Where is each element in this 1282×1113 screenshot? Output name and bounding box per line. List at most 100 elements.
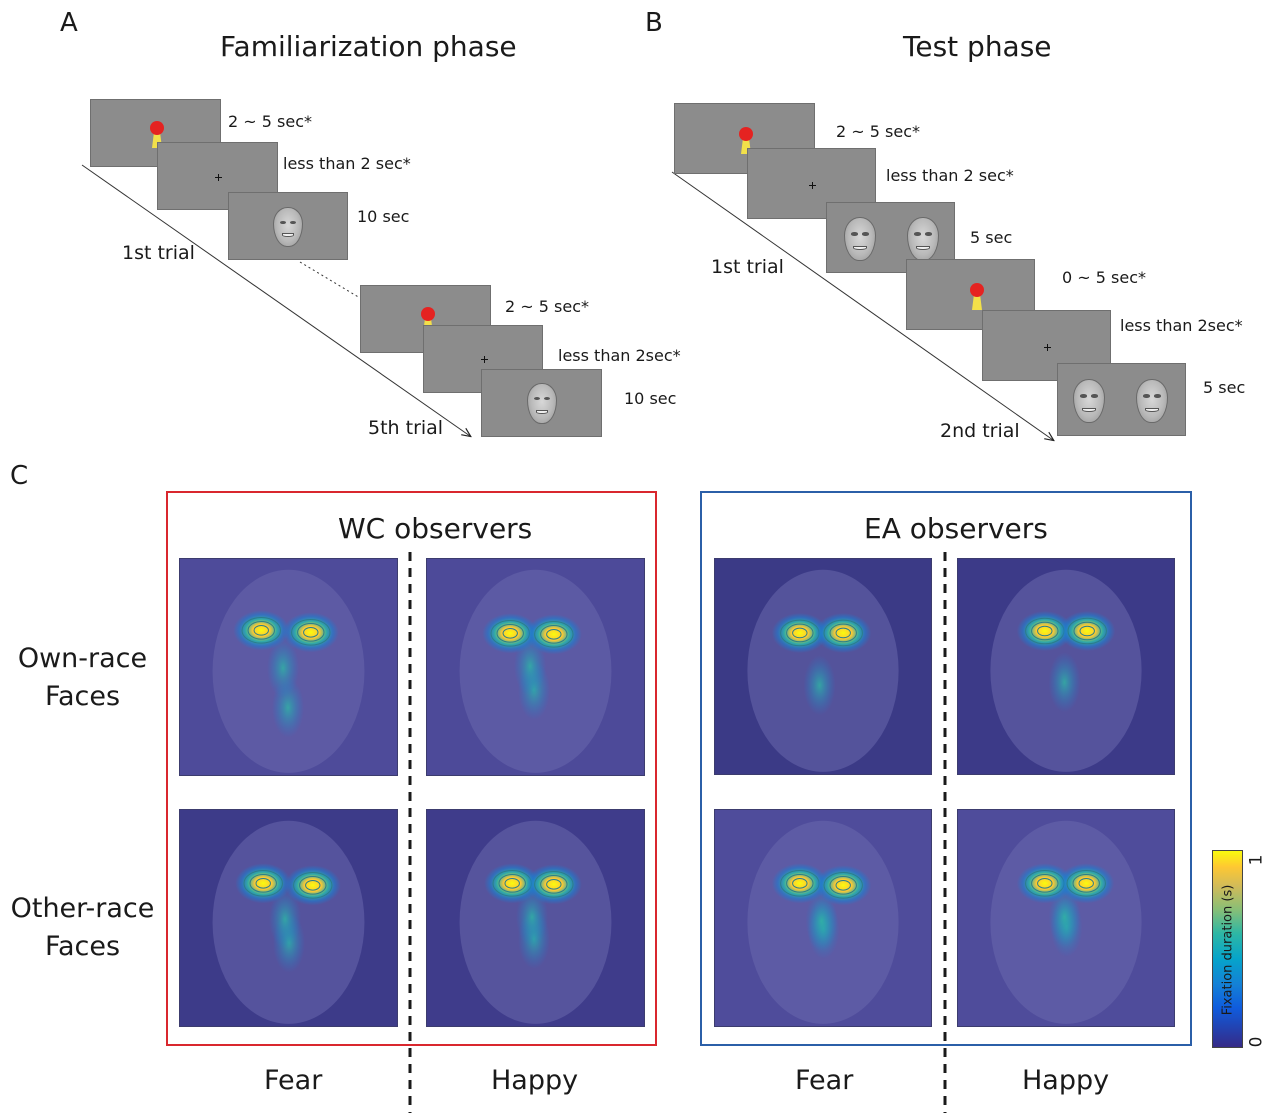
fixation-contour: [1072, 874, 1100, 893]
fixation-cross-icon: [215, 174, 222, 181]
face-thumbnail-right-icon: [1136, 379, 1168, 423]
fixation-contour: [247, 621, 275, 640]
panel-b-face-pair-screen-1: [826, 202, 955, 273]
row-label-other-race: Other-race Faces: [10, 893, 155, 962]
fixation-contour: [249, 874, 277, 893]
ea-observers-title: EA observers: [864, 512, 1048, 545]
fixation-contour: [243, 870, 283, 897]
fixation-contour: [829, 623, 857, 643]
fixation-contour: [540, 625, 568, 644]
fixation-contour: [1031, 874, 1059, 893]
panel-a-timing-4: 2 ~ 5 sec*: [505, 297, 589, 316]
fixation-contour: [305, 880, 321, 891]
fixation-contour: [1078, 878, 1094, 889]
heatmap-wc-own-fear: [179, 558, 398, 776]
fixation-contour: [303, 627, 319, 638]
attention-getter-icon: [739, 127, 753, 154]
condition-dividers: [408, 552, 947, 1113]
heatmap-graphic: [459, 569, 612, 773]
heatmap-graphic: [990, 820, 1142, 1024]
eye-fixation-hotspot: [282, 612, 339, 653]
panel-b-timing-1: 2 ~ 5 sec*: [836, 122, 920, 141]
heatmap-graphic: [990, 569, 1142, 772]
panel-b-title: Test phase: [903, 30, 1052, 63]
panel-b-timing-2: less than 2 sec*: [886, 166, 1014, 185]
fixation-region: [269, 888, 302, 949]
face-thumbnail-left-icon: [844, 217, 876, 261]
heatmap-graphic: [459, 820, 612, 1024]
panel-b-timeline: [671, 171, 1282, 460]
panel-a-timeline: [81, 164, 640, 460]
attention-getter-icon: [970, 283, 984, 310]
panel-a-face-screen-5: [481, 369, 602, 437]
fixation-contour: [835, 627, 851, 639]
fixation-cross-icon: [1044, 344, 1051, 351]
heatmap-wc-other-fear: [179, 809, 398, 1027]
heatmap-wc-other-happy: [426, 809, 645, 1027]
panel-a-dotted-gap: [299, 261, 361, 299]
row-label-own-race: Own-race Faces: [17, 643, 148, 712]
fixation-contour: [241, 617, 281, 644]
colorbar-min-label: 0: [1246, 1036, 1267, 1048]
fixation-contour: [1073, 621, 1101, 641]
fixation-contour: [255, 878, 271, 889]
panel-b-trial-label-1: 1st trial: [711, 256, 784, 278]
fixation-contour: [786, 874, 814, 893]
fixation-region: [514, 636, 547, 697]
panel-b-attention-screen-2: [906, 259, 1035, 330]
column-label-ea-happy: Happy: [1022, 1065, 1110, 1096]
fixation-contour: [502, 628, 518, 639]
fixation-contour: [504, 878, 520, 889]
heatmap-graphic: [212, 569, 365, 773]
panel-a-timing-6: 10 sec: [624, 389, 677, 408]
fixation-contour: [823, 619, 863, 647]
eye-fixation-hotspot: [1059, 610, 1116, 651]
fixation-contour: [1037, 878, 1053, 889]
fixation-contour: [823, 872, 863, 899]
column-label-ea-fear: Fear: [795, 1065, 854, 1096]
panel-a-letter: A: [60, 8, 78, 38]
panel-a-face-screen-1: [228, 192, 348, 260]
fixation-contour: [546, 629, 562, 640]
panel-b-timing-4: 0 ~ 5 sec*: [1062, 268, 1146, 287]
heatmap-ea-own-fear: [714, 558, 932, 775]
heatmap-ea-other-fear: [714, 809, 932, 1027]
fixation-contour: [792, 627, 808, 639]
face-thumbnail-icon: [527, 383, 557, 424]
fixation-contour: [293, 872, 333, 899]
panel-b-face-pair-screen-2: [1057, 363, 1186, 436]
heatmap-ea-other-happy: [957, 809, 1175, 1027]
fixation-contour: [291, 619, 331, 646]
panel-b-timing-5: less than 2sec*: [1120, 316, 1243, 335]
colorbar: Fixation duration (s): [1212, 850, 1243, 1048]
panel-a-trial-label-1: 1st trial: [122, 242, 195, 264]
column-label-wc-happy: Happy: [491, 1065, 579, 1096]
panel-a-timing-1: 2 ~ 5 sec*: [228, 112, 312, 131]
fixation-contour: [1066, 870, 1106, 897]
heatmap-graphic: [212, 820, 365, 1024]
fixation-contour: [829, 876, 857, 895]
panel-a-time-arrow: [81, 164, 470, 436]
colorbar-label: Fixation duration (s): [1220, 884, 1236, 1016]
eye-fixation-hotspot: [284, 865, 341, 906]
face-thumbnail-left-icon: [1073, 379, 1105, 423]
fixation-contour: [546, 879, 562, 890]
fixation-region: [805, 890, 838, 951]
wc-observers-title: WC observers: [338, 512, 533, 545]
fixation-contour: [835, 880, 851, 891]
eye-fixation-hotspot: [771, 863, 828, 904]
fixation-region: [1048, 887, 1081, 948]
fixation-region: [803, 655, 836, 716]
panel-c-letter: C: [10, 461, 29, 491]
fixation-contour: [496, 624, 524, 643]
fixation-contour: [299, 876, 327, 895]
fixation-contour: [786, 623, 814, 643]
fixation-contour: [1031, 621, 1059, 641]
panel-a-timing-3: 10 sec: [357, 207, 410, 226]
fixation-contour: [534, 621, 574, 648]
fixation-cross-icon: [809, 182, 816, 189]
panel-b-time-arrow: [671, 171, 1053, 440]
fixation-cross-icon: [481, 356, 488, 363]
eye-fixation-hotspot: [233, 610, 290, 651]
panel-b-timing-3: 5 sec: [970, 228, 1013, 247]
